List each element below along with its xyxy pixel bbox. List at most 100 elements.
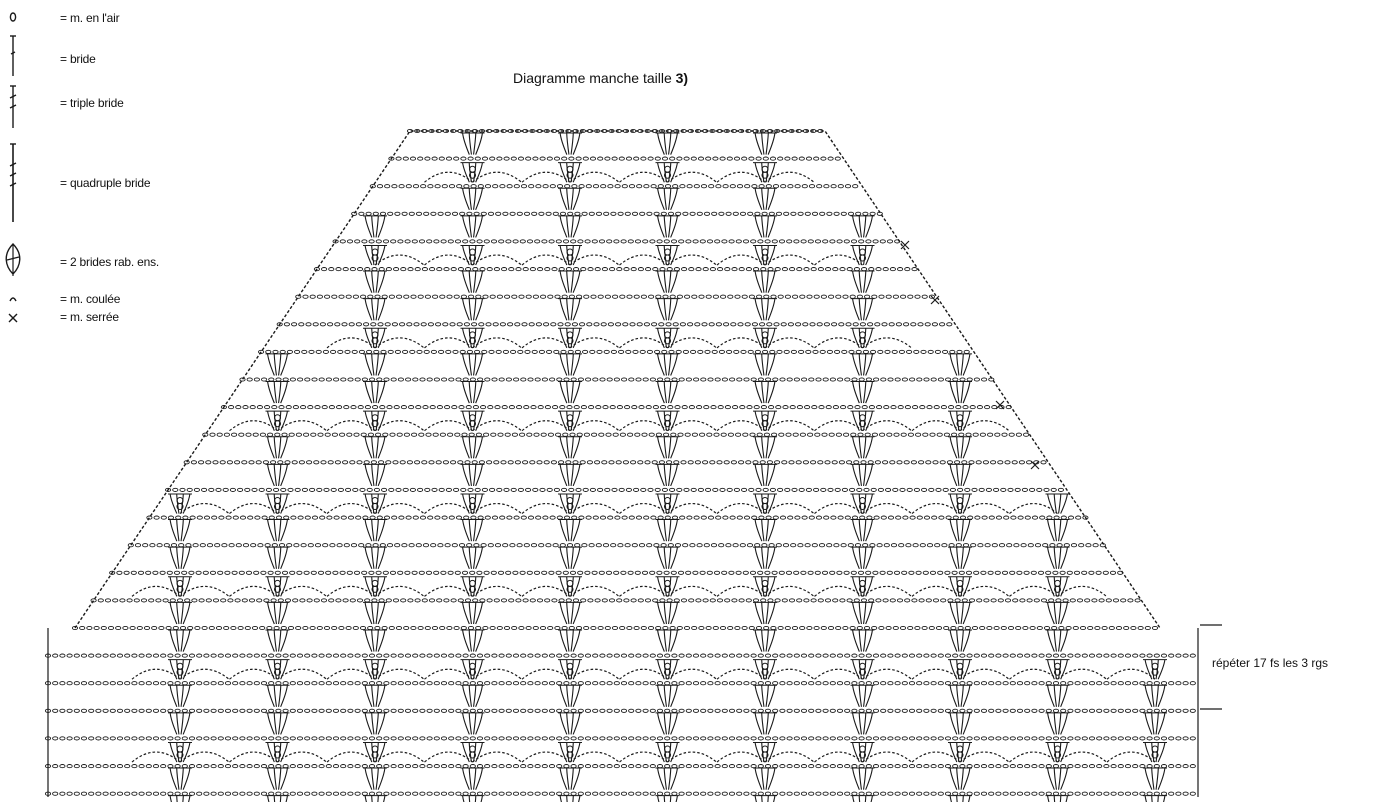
bride-stitch bbox=[365, 299, 372, 321]
chain-stitch bbox=[1068, 709, 1073, 712]
chain-stitch bbox=[233, 682, 238, 685]
chain-stitch bbox=[536, 516, 541, 519]
chain-stitch bbox=[938, 571, 943, 574]
bride-stitch bbox=[755, 742, 762, 762]
bride-stitch bbox=[469, 299, 471, 321]
chain-stitch bbox=[405, 571, 410, 574]
chain-stitch bbox=[991, 599, 996, 602]
chain-stitch bbox=[900, 488, 905, 491]
chain-stitch bbox=[733, 406, 738, 409]
chain-stitch bbox=[268, 571, 273, 574]
bride-stitch bbox=[961, 685, 963, 707]
chain-stitch bbox=[250, 406, 255, 409]
chain-stitch bbox=[1109, 626, 1114, 629]
shell-fan bbox=[948, 602, 972, 624]
chain-stitch bbox=[339, 626, 344, 629]
chain-stitch bbox=[665, 682, 670, 685]
chain-arch bbox=[570, 421, 619, 431]
bride-stitch bbox=[664, 382, 666, 404]
shell-fan bbox=[656, 520, 680, 542]
bride-stitch bbox=[1048, 577, 1055, 597]
chain-stitch bbox=[1003, 682, 1008, 685]
bride-stitch bbox=[866, 354, 873, 376]
shell-fan bbox=[168, 768, 192, 790]
bride-stitch bbox=[463, 713, 470, 735]
bride-stitch bbox=[372, 216, 374, 238]
chain-stitch bbox=[131, 571, 136, 574]
bride-stitch bbox=[768, 163, 775, 183]
chain-stitch bbox=[808, 571, 813, 574]
chain-stitch bbox=[103, 709, 108, 712]
bride-stitch bbox=[281, 660, 288, 680]
bride-stitch bbox=[476, 299, 483, 321]
chain-stitch bbox=[818, 461, 823, 464]
chain-stitch bbox=[1070, 599, 1075, 602]
bride-stitch bbox=[866, 685, 873, 707]
chain-stitch bbox=[883, 599, 888, 602]
bride-stitch bbox=[755, 602, 762, 624]
chain-stitch bbox=[809, 709, 814, 712]
chain-stitch bbox=[1031, 571, 1036, 574]
bride-stitch bbox=[768, 713, 775, 735]
bride-stitch bbox=[864, 713, 866, 735]
chain-stitch bbox=[680, 185, 685, 188]
bride-stitch bbox=[859, 437, 861, 459]
chain-stitch bbox=[650, 765, 655, 768]
chain-stitch bbox=[696, 599, 701, 602]
chain-stitch bbox=[485, 682, 490, 685]
chain-stitch bbox=[456, 709, 461, 712]
chain-stitch bbox=[629, 378, 634, 381]
bride-stitch bbox=[376, 382, 378, 404]
chain-stitch bbox=[110, 792, 115, 795]
chain-stitch bbox=[884, 406, 889, 409]
bride-stitch bbox=[766, 796, 768, 802]
chain-stitch bbox=[507, 185, 512, 188]
chain-stitch bbox=[845, 737, 850, 740]
chain-stitch bbox=[365, 599, 370, 602]
chain-stitch bbox=[474, 212, 479, 215]
chain-stitch bbox=[684, 488, 689, 491]
chain-stitch bbox=[629, 792, 634, 795]
bride-stitch bbox=[866, 245, 873, 265]
chain-stitch bbox=[516, 599, 521, 602]
chain-stitch bbox=[207, 544, 212, 547]
bride-stitch bbox=[755, 796, 762, 802]
chain-stitch bbox=[375, 626, 380, 629]
shell-fan bbox=[168, 796, 192, 802]
bride-stitch bbox=[1054, 494, 1056, 514]
chain-stitch bbox=[818, 268, 823, 271]
chain-stitch bbox=[410, 157, 415, 160]
chain-stitch bbox=[1080, 626, 1085, 629]
chain-stitch bbox=[928, 350, 933, 353]
chain-stitch bbox=[1035, 544, 1040, 547]
bride-stitch bbox=[372, 271, 374, 293]
chain-stitch bbox=[210, 571, 215, 574]
bride-stitch bbox=[170, 494, 177, 514]
chain-stitch bbox=[1145, 626, 1150, 629]
chain-stitch bbox=[941, 406, 946, 409]
chain-stitch bbox=[1133, 737, 1138, 740]
chain-stitch bbox=[799, 488, 804, 491]
chain-stitch bbox=[331, 350, 336, 353]
chain-stitch bbox=[1125, 682, 1130, 685]
chain-stitch bbox=[646, 268, 651, 271]
chain-stitch bbox=[161, 709, 166, 712]
chain-stitch bbox=[953, 709, 958, 712]
bride-stitch bbox=[755, 271, 762, 293]
chain-stitch bbox=[855, 544, 860, 547]
chain-stitch bbox=[492, 737, 497, 740]
chain-stitch bbox=[837, 737, 842, 740]
chain-stitch bbox=[939, 516, 944, 519]
chain-stitch bbox=[1118, 682, 1123, 685]
chain-stitch bbox=[835, 488, 840, 491]
chain-stitch bbox=[499, 240, 504, 243]
chain-stitch bbox=[427, 737, 432, 740]
chain-stitch bbox=[917, 709, 922, 712]
chain-stitch bbox=[595, 599, 600, 602]
chain-stitch bbox=[966, 433, 971, 436]
chain-stitch bbox=[312, 765, 317, 768]
chain-stitch bbox=[515, 323, 520, 326]
chain-stitch bbox=[830, 682, 835, 685]
bride-stitch bbox=[476, 742, 483, 762]
chain-stitch bbox=[479, 461, 484, 464]
